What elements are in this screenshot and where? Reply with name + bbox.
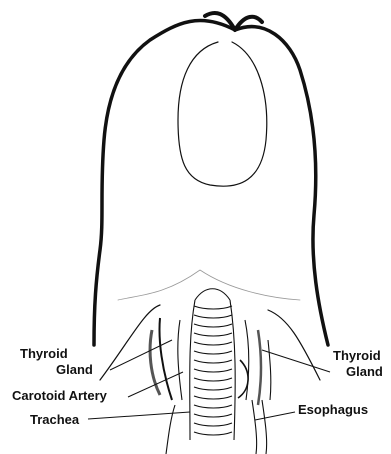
head-outline [94,13,328,380]
tracheal-ring [194,342,232,345]
label-trachea: Trachea [30,412,80,427]
label-thyroid-gland-right-line1: Thyroid [333,348,381,363]
tracheal-ring [194,315,232,318]
tracheal-ring [194,360,232,363]
tracheal-ring [194,423,232,426]
neck-structures [150,318,271,454]
trachea [190,289,235,440]
label-esophagus: Esophagus [298,402,368,417]
label-thyroid-gland-left-line1: Thyroid [20,346,68,361]
tracheal-ring [194,414,232,417]
tracheal-ring [194,432,232,435]
tracheal-ring [194,306,232,309]
tracheal-ring [194,396,232,399]
tracheal-ring [194,378,232,381]
tracheal-ring [194,324,232,327]
tracheal-ring [194,387,232,390]
label-thyroid-gland-right-line2: Gland [346,364,383,379]
label-thyroid-gland-left-line2: Gland [56,362,93,377]
tracheal-ring [194,333,232,336]
tracheal-ring [194,405,232,408]
label-carotid-artery: Carotoid Artery [12,388,108,403]
tracheal-ring [194,351,232,354]
tracheal-ring [194,369,232,372]
